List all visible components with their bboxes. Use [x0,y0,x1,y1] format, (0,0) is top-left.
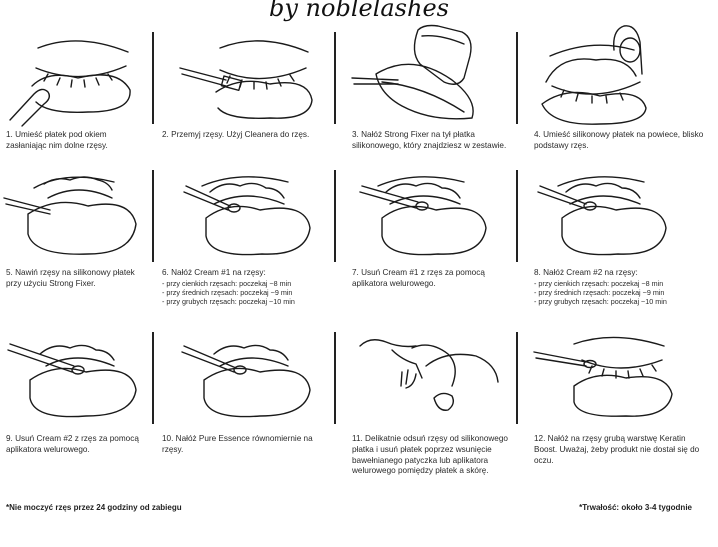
cream-2-removal-illustration [6,330,151,422]
column-divider [152,170,154,262]
footnote-right: *Trwałość: około 3-4 tygodnie [579,503,692,512]
step-title: 8. Nałóż Cream #2 na rzęsy: [534,268,714,279]
column-divider [152,32,154,124]
step-caption: 7. Usuń Cream #1 z rzęs za pomocą aplika… [352,268,510,290]
step-caption: 10. Nałóż Pure Essence równomiernie na r… [162,434,326,456]
step-detail: - przy grubych rzęsach: poczekaj ~10 min [162,297,334,306]
eye-pad-finger-illustration [8,30,148,125]
column-divider [334,170,336,262]
step-caption: 1. Umieść płatek pod okiem zasłaniając n… [6,130,146,152]
step-detail: - przy cienkich rzęsach: poczekaj ~8 min [162,279,334,288]
lash-wrap-illustration [4,168,149,260]
step-title: 6. Nałóż Cream #1 na rzęsy: [162,268,334,279]
step-caption: 11. Delikatnie odsuń rzęsy od silikonowe… [352,434,512,477]
cream-2-application-illustration [536,168,681,260]
step-caption: 6. Nałóż Cream #1 na rzęsy: - przy cienk… [162,268,334,306]
step-caption: 3. Nałóż Strong Fixer na tył płatka sili… [352,130,508,152]
column-divider [516,170,518,262]
cream-1-removal-illustration [356,168,501,260]
silicone-pad-fixer-illustration [352,22,502,122]
cream-1-application-illustration [180,168,325,260]
step-detail: - przy średnich rzęsach: poczekaj ~9 min [162,288,334,297]
step-caption: 5. Nawiń rzęsy na silikonowy płatek przy… [6,268,150,290]
step-caption: 12. Nałóż na rzęsy grubą warstwę Keratin… [534,434,702,466]
column-divider [152,332,154,424]
step-detail: - przy cienkich rzęsach: poczekaj ~8 min [534,279,714,288]
column-divider [334,332,336,424]
column-divider [516,332,518,424]
pad-removal-illustration [356,326,506,426]
keratin-boost-illustration [534,328,684,423]
step-caption: 2. Przemyj rzęsy. Użyj Cleanera do rzęs. [162,130,322,141]
pad-on-eyelid-illustration [536,20,686,125]
footnote-left: *Nie moczyć rzęs przez 24 godziny od zab… [6,503,182,512]
step-caption: 9. Usuń Cream #2 z rzęs za pomocą aplika… [6,434,150,456]
brand-title: by noblelashes [0,0,718,22]
step-detail: - przy grubych rzęsach: poczekaj ~10 min [534,297,714,306]
step-caption: 4. Umieść silikonowy płatek na powiece, … [534,130,704,152]
eye-cleaner-brush-illustration [180,30,320,125]
step-caption: 8. Nałóż Cream #2 na rzęsy: - przy cienk… [534,268,714,306]
column-divider [516,32,518,124]
pure-essence-illustration [180,330,325,422]
column-divider [334,32,336,124]
step-detail: - przy średnich rzęsach: poczekaj ~9 min [534,288,714,297]
